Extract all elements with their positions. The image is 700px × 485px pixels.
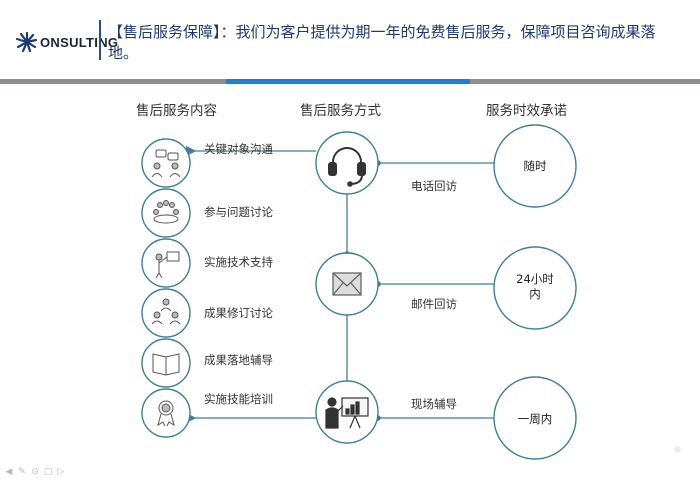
method-label-phone: 电话回访 [411,179,457,193]
headset-icon [328,147,366,187]
promise-line: 随时 [523,159,547,173]
promise-text-anytime: 随时 [495,158,575,174]
content-circle-1 [141,138,191,188]
promise-circle-24h [493,246,577,330]
toolbar-prev-button[interactable]: ◀ [5,467,13,477]
promise-line: 一周内 [517,412,553,426]
headline-bracket-title: 【售后服务保障】 [108,23,221,41]
content-item-label: 实施技能培训 [204,392,273,406]
toolbar-zoom-button[interactable]: ⊙ [31,467,39,477]
content-circle-6 [141,388,191,438]
toolbar-next-button[interactable]: ▷ [57,467,65,477]
envelope-icon [332,272,362,296]
slide-toolbar: ◀ ✎ ⊙ ▢ ▷ [4,467,66,477]
logo-starburst-icon [15,32,38,52]
meeting-icon [153,200,179,224]
toolbar-pen-button[interactable]: ✎ [18,467,26,477]
content-circle-4 [141,288,191,338]
page-title: 【售后服务保障】：我们为客户提供为期一年的免费售后服务，保障项目咨询成果落地。 [108,22,668,64]
header-accent-bar [226,79,470,84]
content-item-label: 成果修订讨论 [204,306,273,320]
team-icon [151,298,181,325]
content-circle-2 [141,188,191,238]
award-icon [157,400,175,427]
promise-text-24h: 24小时内 [495,272,575,302]
column-heading-promise: 服务时效承诺 [486,103,567,119]
corner-dot [674,446,681,453]
method-circle-phone [315,131,379,195]
content-item-label: 参与问题讨论 [204,205,273,219]
header-divider [99,20,101,60]
presentation-board-icon [325,397,369,429]
column-heading-method: 售后服务方式 [300,103,381,119]
promise-line: 内 [529,287,541,301]
column-heading-content: 售后服务内容 [136,103,217,119]
connector-lines [185,145,497,424]
method-label-onsite: 现场辅导 [411,397,457,411]
content-item-label: 成果落地辅导 [204,353,273,367]
book-icon [152,353,180,376]
content-item-label: 实施技术支持 [204,255,273,269]
logo-text: ONSULTING [40,34,119,50]
presenter-icon [155,251,180,279]
promise-circle-anytime [493,124,577,208]
promise-circle-week [493,376,577,460]
content-item-label: 关键对象沟通 [204,142,273,156]
logo: ONSULTING [14,32,118,52]
conversation-icon [151,149,181,178]
method-label-email: 邮件回访 [411,297,457,311]
promise-line: 24小时 [516,272,554,286]
headline-body: ：我们为客户提供为期一年的免费售后服务，保障项目咨询成果落地。 [108,23,656,62]
content-circle-3 [141,238,191,288]
toolbar-view-button[interactable]: ▢ [43,467,53,477]
promise-text-week: 一周内 [495,411,575,427]
